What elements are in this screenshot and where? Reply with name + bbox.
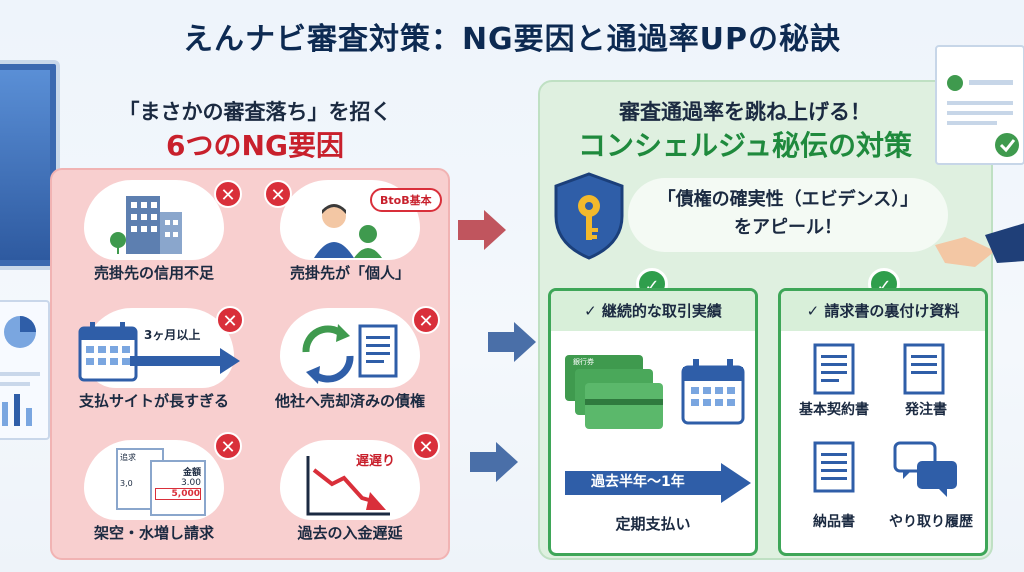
ng-heading: 「まさかの審査落ち」を招く bbox=[118, 100, 392, 124]
doc-label: 発注書 bbox=[905, 402, 947, 418]
delivery-doc-icon bbox=[813, 441, 855, 493]
x-icon: ✕ bbox=[214, 432, 242, 460]
evidence-line2: をアピール！ bbox=[734, 217, 842, 238]
person-icon bbox=[314, 204, 382, 258]
x-icon: ✕ bbox=[412, 432, 440, 460]
bankbook-icon bbox=[565, 355, 663, 429]
inflated-amount: 5,000 bbox=[155, 488, 201, 500]
period-text: 過去半年〜1年 bbox=[591, 474, 685, 490]
arrow-right-icon bbox=[458, 210, 506, 250]
regular-payment-label: 定期支払い bbox=[615, 515, 691, 533]
report-illustration bbox=[0, 300, 50, 440]
countermeasure-subheading: コンシェルジュ秘伝の対策 bbox=[577, 129, 913, 162]
contract-doc-icon bbox=[813, 343, 855, 395]
arrow-right-icon bbox=[488, 322, 536, 362]
ng-item-label: 支払サイトが長すぎる bbox=[78, 392, 229, 410]
ng-item-label: 架空・水増し請求 bbox=[93, 524, 214, 542]
ng-item-fake-invoice: 追求 3,0 金額 3.00 5,000 架空・水増し請求 bbox=[64, 434, 244, 552]
evidence-line1: 「債権の確実性（エビデンス）」 bbox=[657, 189, 919, 210]
long-arrow-icon bbox=[130, 348, 240, 374]
delay-note: 遅遅り bbox=[356, 454, 396, 469]
timeline-arrow-icon bbox=[565, 463, 751, 503]
calendar-icon bbox=[78, 322, 138, 382]
period-note: 3ヶ月以上 bbox=[144, 328, 201, 342]
invoice-doc-title: 追求 bbox=[120, 453, 136, 462]
btob-badge: BtoB基本 bbox=[370, 188, 442, 212]
ng-item-label: 売掛先が「個人」 bbox=[289, 264, 410, 282]
bankbook-label: 銀行券 bbox=[573, 358, 594, 366]
amount-value: 3.00 bbox=[180, 478, 201, 488]
amount-label: 金額 bbox=[182, 468, 201, 478]
ng-item-label: 他社へ売却済みの債権 bbox=[274, 392, 425, 410]
invoice-evidence-title: ✓ 請求書の裏付け資料 bbox=[781, 291, 985, 331]
order-doc-icon bbox=[903, 343, 945, 395]
invoice-doc-amount: 3,0 bbox=[120, 479, 133, 488]
ng-factors-panel: 売掛先の信用不足 ✕ BtoB基本 売掛先が「個人」 ✕ 3ヶ月以上 支払サイト… bbox=[50, 168, 450, 560]
ng-item-late-payment: 遅遅り 過去の入金遅延 bbox=[260, 434, 440, 552]
amount-doc-icon: 金額 3.00 5,000 bbox=[150, 460, 206, 516]
doc-label: 納品書 bbox=[813, 514, 855, 530]
ng-item-individual: BtoB基本 売掛先が「個人」 bbox=[260, 174, 442, 292]
chat-bubbles-icon bbox=[893, 441, 957, 497]
checklist-illustration bbox=[935, 45, 1024, 165]
ng-item-credit: 売掛先の信用不足 bbox=[64, 174, 244, 292]
countermeasure-heading: 審査通過率を跳ね上げる！ bbox=[619, 100, 871, 124]
recycle-document-icon bbox=[302, 324, 398, 384]
x-icon: ✕ bbox=[214, 180, 242, 208]
doc-label: 基本契約書 bbox=[799, 402, 869, 418]
doc-label: やり取り履歴 bbox=[889, 514, 973, 530]
ng-item-label: 売掛先の信用不足 bbox=[93, 264, 214, 282]
ng-subheading: 6つのNG要因 bbox=[166, 129, 344, 162]
ng-item-label: 過去の入金遅延 bbox=[297, 524, 403, 542]
calendar-icon bbox=[681, 359, 745, 425]
x-icon: ✕ bbox=[264, 180, 292, 208]
monitor-illustration bbox=[0, 60, 60, 270]
track-record-title: ✓ 継続的な取引実績 bbox=[551, 291, 755, 331]
invoice-evidence-panel: ✓ 請求書の裏付け資料 基本契約書 発注書 納品書 やり取り履歴 bbox=[778, 288, 988, 556]
downtrend-chart-icon bbox=[306, 456, 390, 516]
shield-key-icon bbox=[554, 172, 624, 260]
x-icon: ✕ bbox=[412, 306, 440, 334]
ng-item-payment-site: 3ヶ月以上 支払サイトが長すぎる bbox=[64, 302, 244, 420]
x-icon: ✕ bbox=[216, 306, 244, 334]
evidence-text: 「債権の確実性（エビデンス）」 をアピール！ bbox=[628, 186, 948, 242]
handshake-icon bbox=[935, 223, 1024, 267]
arrow-right-icon bbox=[470, 442, 518, 482]
ng-item-sold-receivable: 他社へ売却済みの債権 bbox=[260, 302, 440, 420]
evidence-callout bbox=[628, 178, 948, 252]
building-icon bbox=[110, 196, 182, 254]
track-record-panel: ✓ 継続的な取引実績 銀行券 過去半年〜1年 定期支払い bbox=[548, 288, 758, 556]
page-title: えんナビ審査対策：NG要因と通過率UPの秘訣 bbox=[182, 22, 842, 57]
